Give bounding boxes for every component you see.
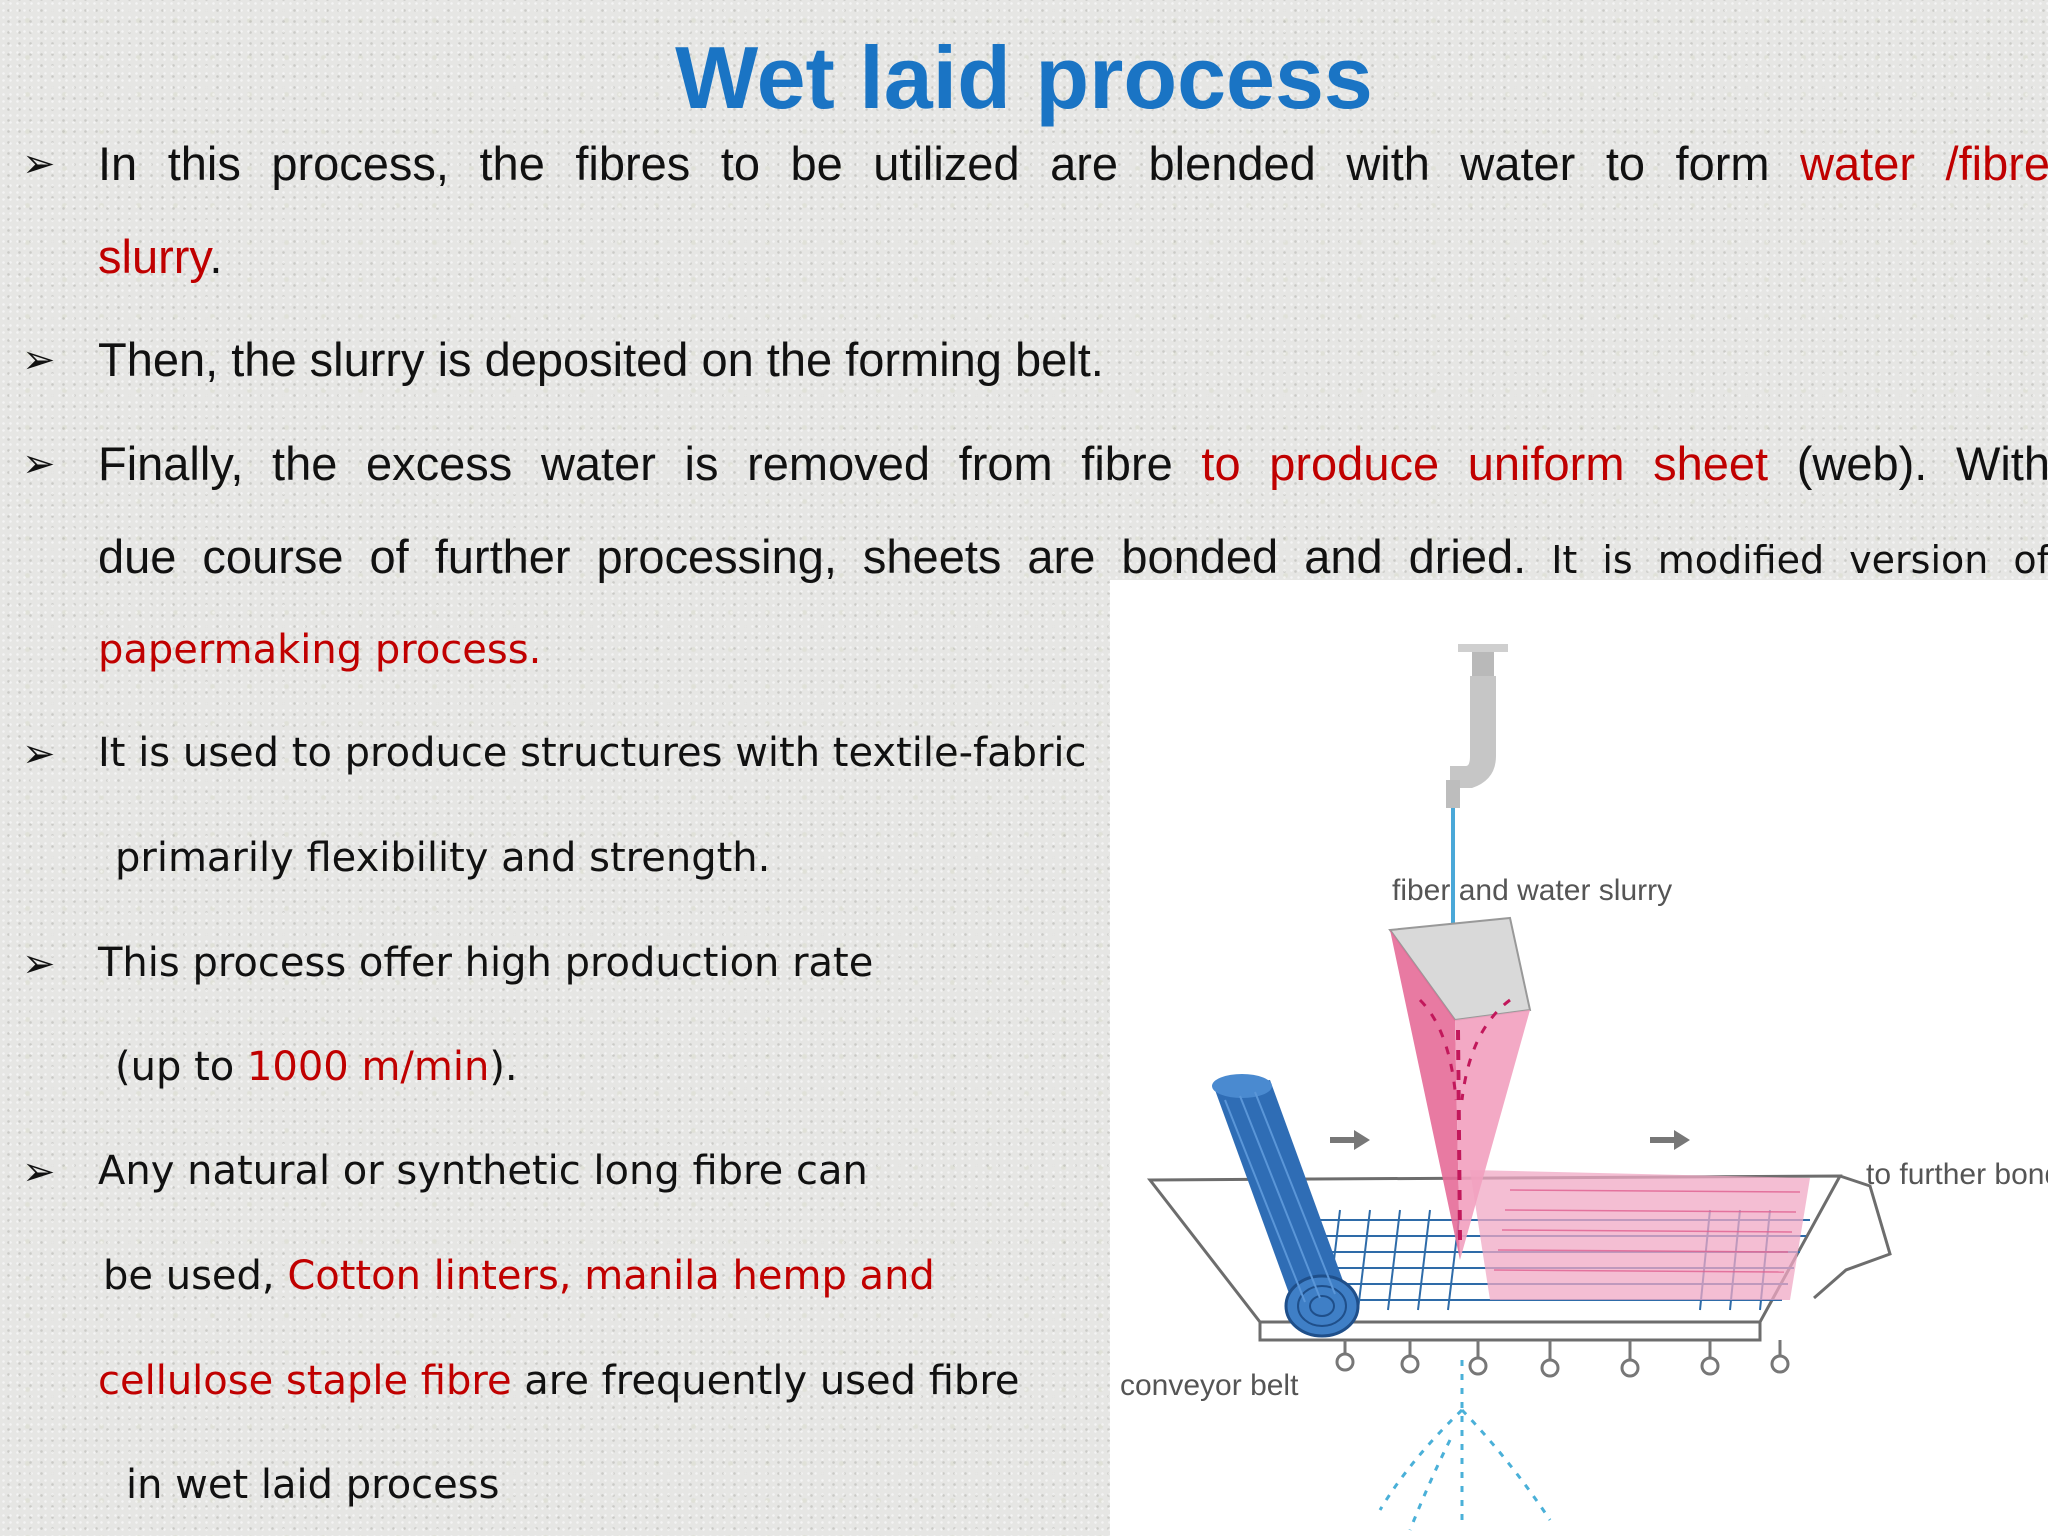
label-conveyor-belt: conveyor belt [1120,1369,1299,1402]
bullet-6-line-3: cellulose staple fibre are frequently us… [98,1358,1020,1404]
belt-rollers [1335,1340,1790,1378]
label-slurry: fiber and water slurry [1392,874,1672,907]
arrowhead-bullet-icon: ➢ [22,337,56,383]
arrow-right-icon [1650,1130,1690,1150]
headbox-hopper [1388,916,1532,1260]
bullet-6-line-4: in wet laid process [126,1462,500,1508]
wet-laid-diagram: fiber and water slurry to further bondin… [1110,580,2048,1536]
wet-laid-diagram-svg: fiber and water slurry to further bondin… [1120,644,2048,1531]
fibre-roll-icon [1212,1074,1360,1338]
arrowhead-bullet-icon: ➢ [22,441,56,487]
bullet-5-line-1: This process offer high production rate [98,940,874,986]
bullet-3-line-3: papermaking process. [98,627,542,673]
arrowhead-bullet-icon: ➢ [22,941,56,987]
bullet-6-line-1: Any natural or synthetic long fibre can [98,1148,868,1194]
label-further-bonding: to further bonding [1866,1158,2048,1191]
arrowhead-bullet-icon: ➢ [22,141,56,187]
arrow-right-icon [1330,1130,1370,1150]
bullet-6-line-2: be used, Cotton linters, manila hemp and [103,1253,935,1299]
slide-title: Wet laid process [675,28,1373,127]
bullet-3-line-1: Finally, the excess water is removed fro… [98,437,2048,490]
arrowhead-bullet-icon: ➢ [22,1149,56,1195]
bullet-4-line-2: primarily flexibility and strength. [115,835,771,881]
bullet-5-line-2: (up to 1000 m/min). [115,1044,518,1090]
bullet-4-line-1: It is used to produce structures with te… [98,730,1087,776]
bullet-1-line-1: In this process, the fibres to be utiliz… [98,137,2048,190]
water-tap-icon [1446,644,1508,808]
drain-water [1378,1360,1552,1531]
fibre-web [1470,1170,1810,1300]
bullet-2-line-1: Then, the slurry is deposited on the for… [98,333,1104,386]
bullet-3-line-2: due course of further processing, sheets… [98,530,2048,583]
arrowhead-bullet-icon: ➢ [22,731,56,777]
bullet-1-line-2: slurry. [98,230,223,283]
